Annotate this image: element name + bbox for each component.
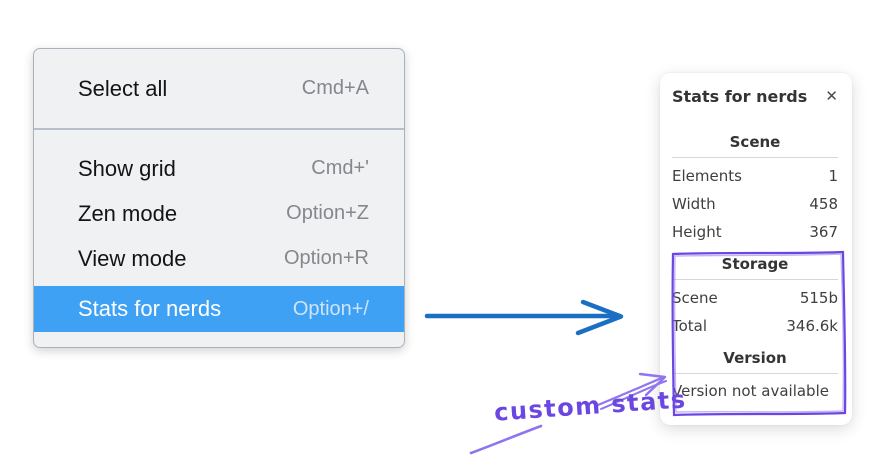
menu-item-show-grid[interactable]: Show grid Cmd+'	[34, 146, 404, 191]
version-note: Version not available	[672, 382, 829, 400]
menu-item-label: Zen mode	[78, 200, 178, 226]
stats-panel: Stats for nerds ✕ Scene Elements 1 Width…	[660, 73, 852, 425]
stat-row-elements: Elements 1	[672, 162, 838, 190]
menu-item-stats-for-nerds[interactable]: Stats for nerds Option+/	[34, 286, 404, 332]
menu-section-bottom: Show grid Cmd+' Zen mode Option+Z View m…	[34, 130, 404, 332]
version-section-heading: Version	[723, 349, 787, 367]
stat-row-width: Width 458	[672, 190, 838, 218]
menu-item-shortcut: Option+R	[283, 247, 369, 269]
menu-item-label: Show grid	[78, 155, 176, 181]
menu-item-shortcut: Option+/	[292, 297, 369, 320]
menu-item-shortcut: Cmd+'	[311, 157, 369, 179]
menu-item-label: Stats for nerds	[78, 296, 222, 321]
menu-item-label: View mode	[78, 245, 187, 271]
menu-item-shortcut: Cmd+A	[301, 77, 369, 99]
stat-value: 346.6k	[786, 317, 838, 335]
menu-item-zen-mode[interactable]: Zen mode Option+Z	[34, 191, 404, 236]
stat-value: 458	[809, 195, 838, 213]
menu-section-top: Select all Cmd+A	[34, 49, 404, 130]
stat-value: 1	[828, 167, 838, 185]
stat-row-scene-size: Scene 515b	[672, 284, 838, 312]
stat-value: 515b	[799, 289, 838, 307]
menu-item-shortcut: Option+Z	[286, 202, 369, 224]
stat-row-height: Height 367	[672, 218, 838, 246]
stat-row-total-size: Total 346.6k	[672, 312, 838, 340]
stat-label: Scene	[672, 289, 718, 307]
scene-section-heading: Scene	[729, 133, 781, 151]
stat-value: 367	[809, 223, 838, 241]
annotation-arrow-icon	[469, 372, 667, 455]
stats-panel-header: Stats for nerds ✕	[672, 85, 838, 107]
storage-section-heading: Storage	[721, 255, 789, 273]
stat-label: Width	[672, 195, 716, 213]
menu-item-select-all[interactable]: Select all Cmd+A	[34, 66, 404, 111]
menu-item-label: Select all	[78, 75, 168, 101]
stats-panel-title: Stats for nerds	[672, 86, 808, 106]
divider	[672, 157, 838, 158]
context-menu: Select all Cmd+A Show grid Cmd+' Zen mod…	[33, 48, 405, 348]
stat-label: Total	[672, 317, 708, 335]
stat-label: Elements	[672, 167, 742, 185]
close-icon[interactable]: ✕	[825, 86, 838, 105]
stat-label: Height	[672, 223, 722, 241]
arrow-menu-to-panel-icon	[424, 299, 624, 336]
divider	[672, 279, 838, 280]
menu-item-view-mode[interactable]: View mode Option+R	[34, 236, 404, 281]
divider	[672, 373, 838, 374]
